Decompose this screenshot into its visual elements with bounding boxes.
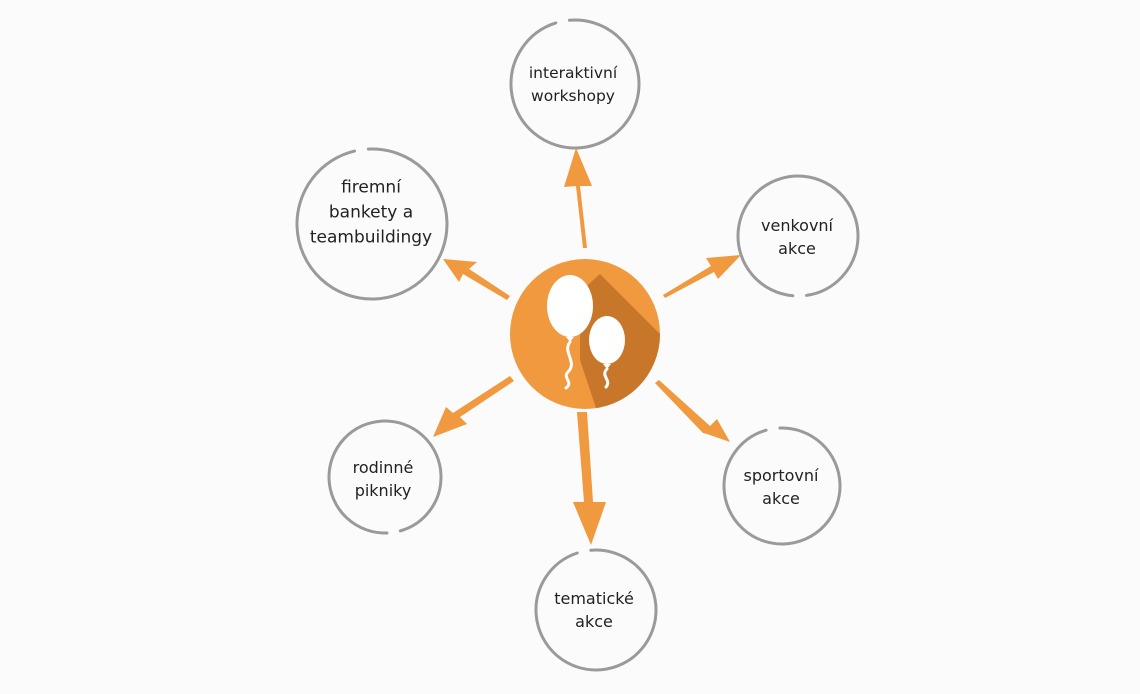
node-text-outdoor-line2: akce bbox=[778, 239, 816, 258]
node-label-themed: tematické akce bbox=[554, 587, 634, 633]
node-label-banquets: firemní bankety a teambuildingy bbox=[310, 176, 432, 251]
balloons-icon bbox=[547, 275, 625, 390]
arrow-to-banquets bbox=[443, 259, 510, 300]
node-text-banquets-line1: firemní bbox=[341, 177, 401, 198]
node-ring-themed bbox=[534, 548, 658, 672]
node-text-sports-line1: sportovní bbox=[743, 466, 819, 485]
node-text-themed-line2: akce bbox=[575, 612, 613, 631]
node-label-family: rodinné pikniky bbox=[353, 456, 414, 502]
node-text-sports-line2: akce bbox=[762, 489, 800, 508]
node-label-outdoor: venkovní akce bbox=[761, 214, 833, 260]
node-ring-workshops bbox=[509, 18, 641, 150]
node-text-family-line2: pikniky bbox=[354, 481, 412, 500]
node-text-outdoor-line1: venkovní bbox=[761, 216, 833, 235]
arrow-to-workshops bbox=[564, 148, 592, 248]
node-text-workshops-line1: interaktivní bbox=[528, 64, 618, 82]
arrow-to-family bbox=[433, 376, 514, 437]
node-text-workshops-line2: workshopy bbox=[531, 87, 615, 105]
node-text-themed-line1: tematické bbox=[554, 589, 634, 608]
node-ring-sports bbox=[722, 426, 842, 546]
arrow-to-outdoor bbox=[663, 255, 741, 298]
node-label-sports: sportovní akce bbox=[744, 464, 819, 510]
node-ring-banquets bbox=[295, 147, 449, 301]
node-text-banquets-line2: bankety a bbox=[328, 202, 414, 223]
arrow-to-themed bbox=[573, 412, 606, 545]
node-text-banquets-line3: teambuildingy bbox=[309, 227, 433, 248]
node-ring-family bbox=[327, 419, 443, 535]
node-text-family-line1: rodinné bbox=[352, 458, 414, 477]
arrow-to-sports bbox=[655, 380, 730, 442]
node-label-workshops: interaktivní workshopy bbox=[529, 62, 617, 108]
center-badge bbox=[510, 259, 660, 409]
node-ring-outdoor bbox=[736, 174, 860, 298]
